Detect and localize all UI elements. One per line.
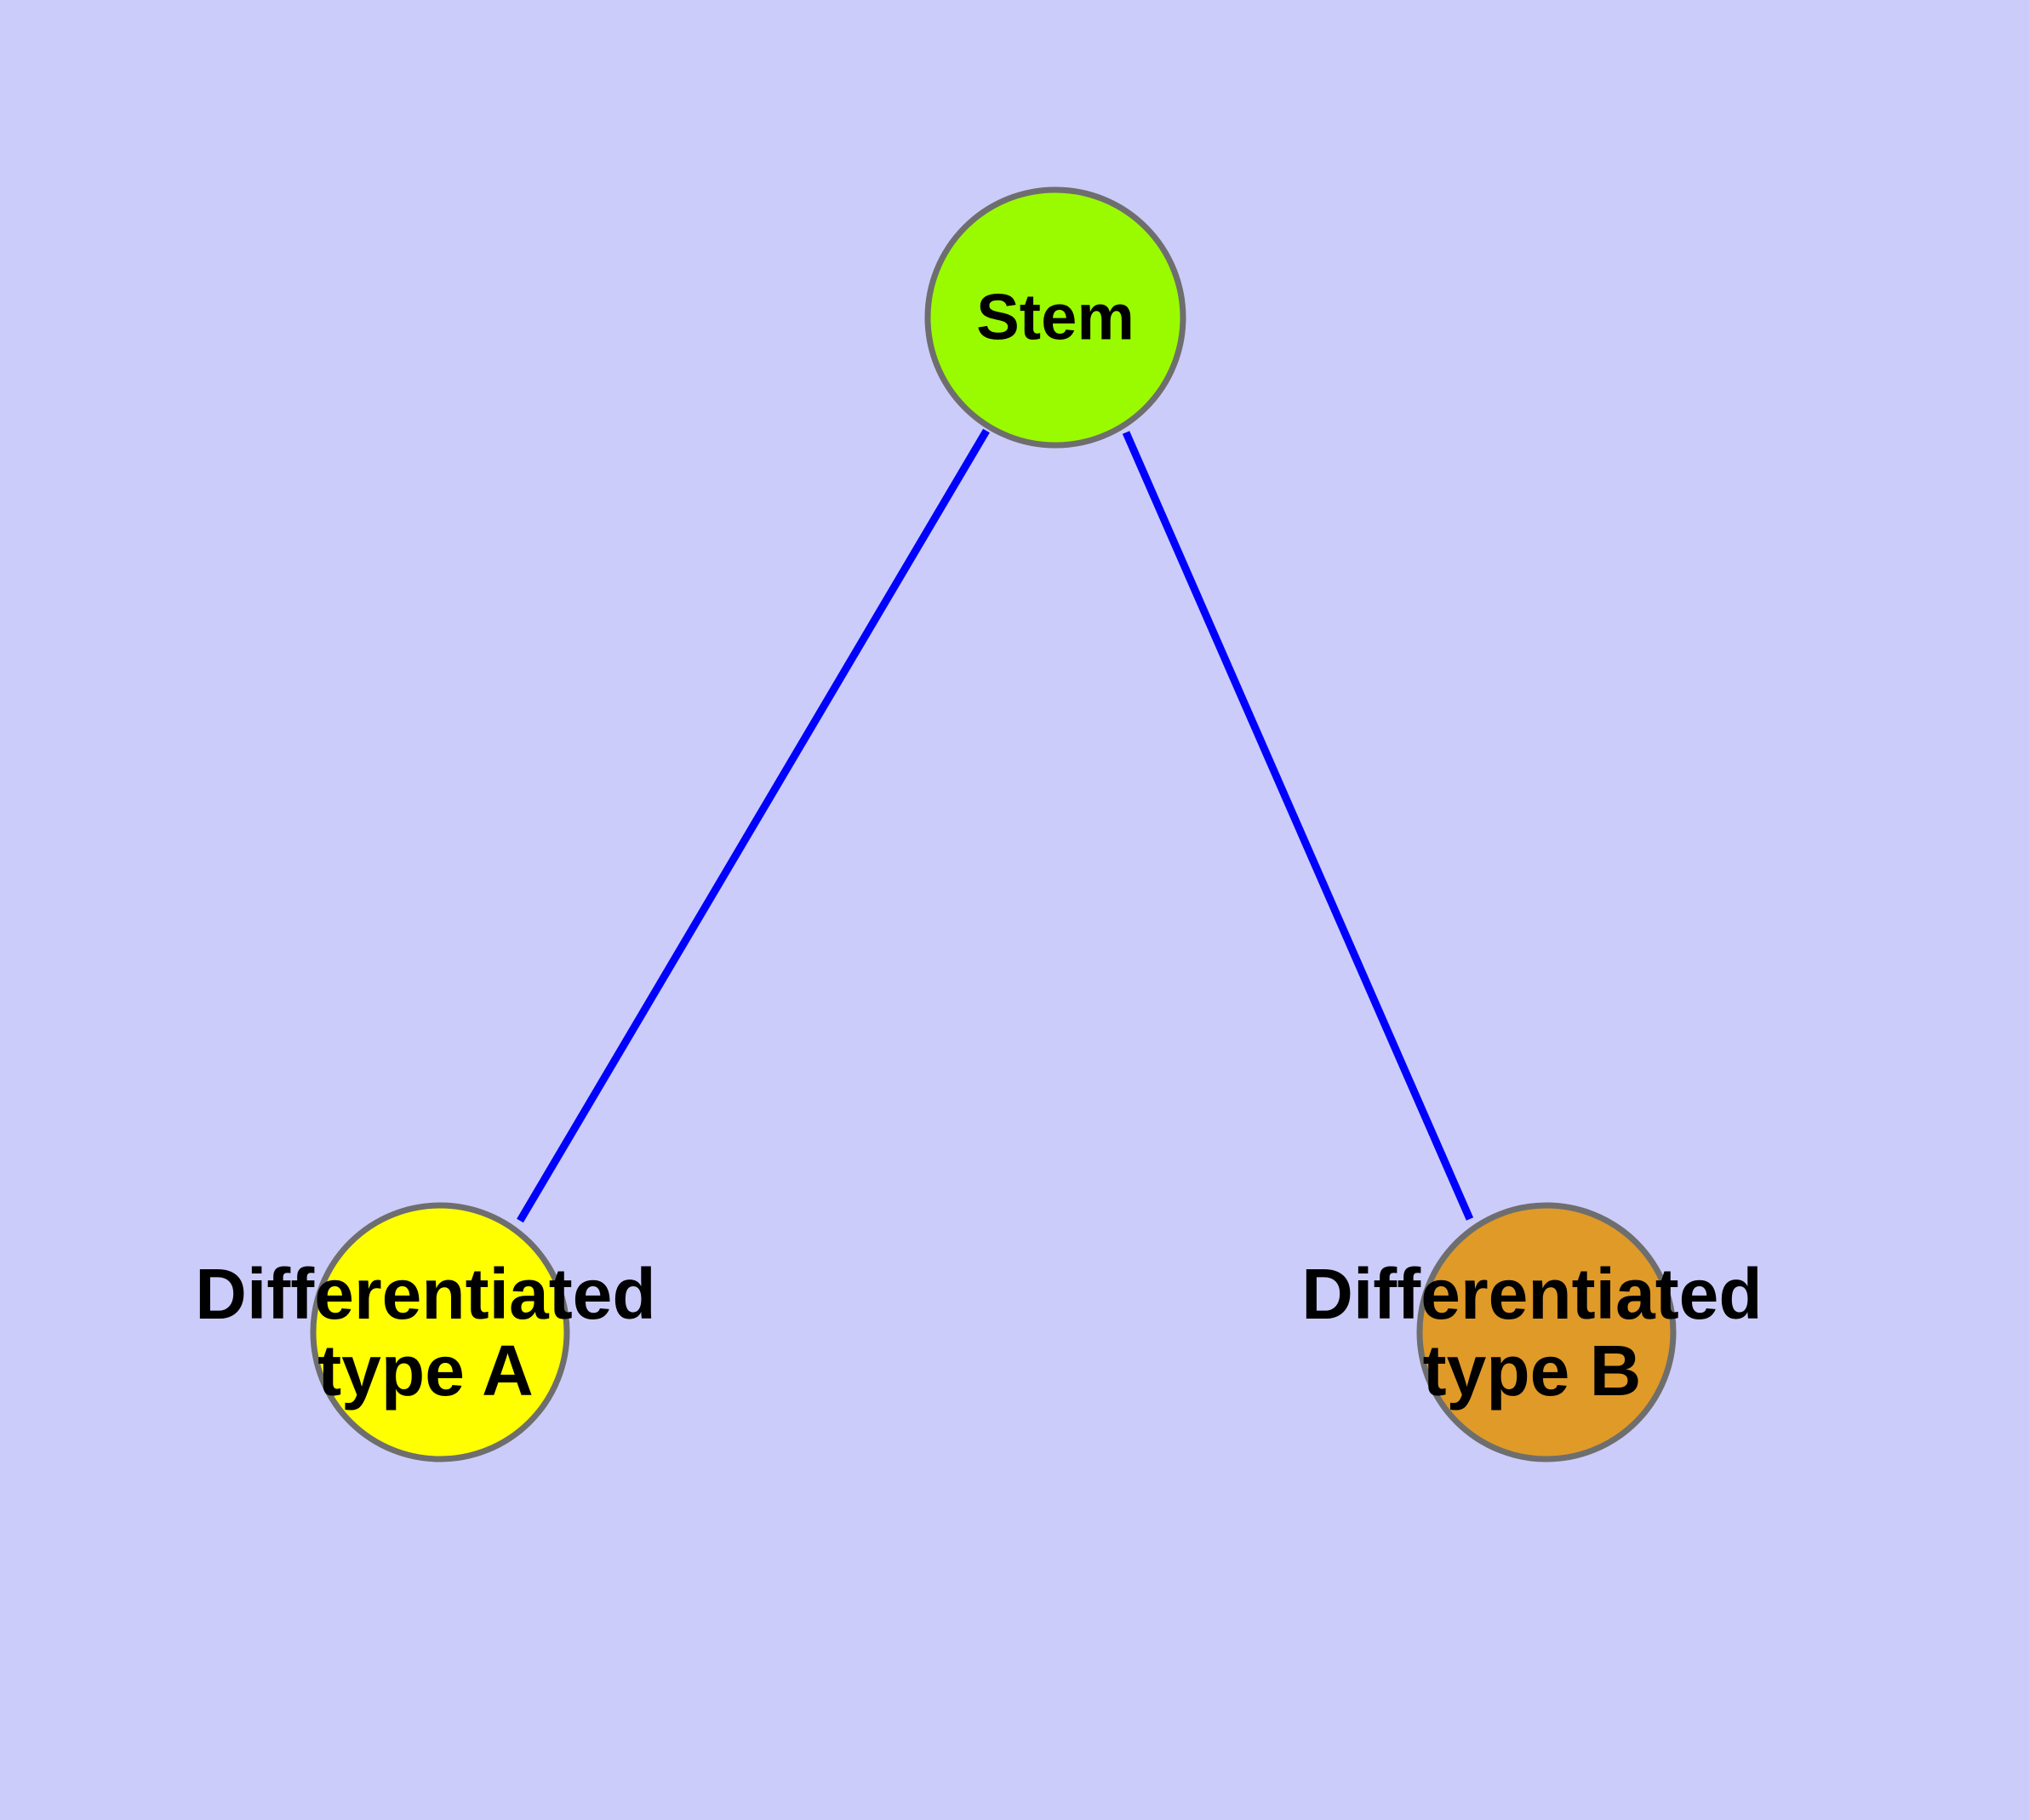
node-stem[interactable] — [924, 186, 1186, 449]
edge-stem-to-differentiated-type-b[interactable] — [1122, 431, 1474, 1221]
node-layer — [310, 186, 1677, 1462]
edge-layer — [517, 428, 1474, 1223]
edge-stem-to-differentiated-type-a[interactable] — [517, 428, 990, 1223]
node-differentiated-type-a[interactable] — [310, 1202, 570, 1462]
node-differentiated-type-b[interactable] — [1416, 1202, 1677, 1462]
